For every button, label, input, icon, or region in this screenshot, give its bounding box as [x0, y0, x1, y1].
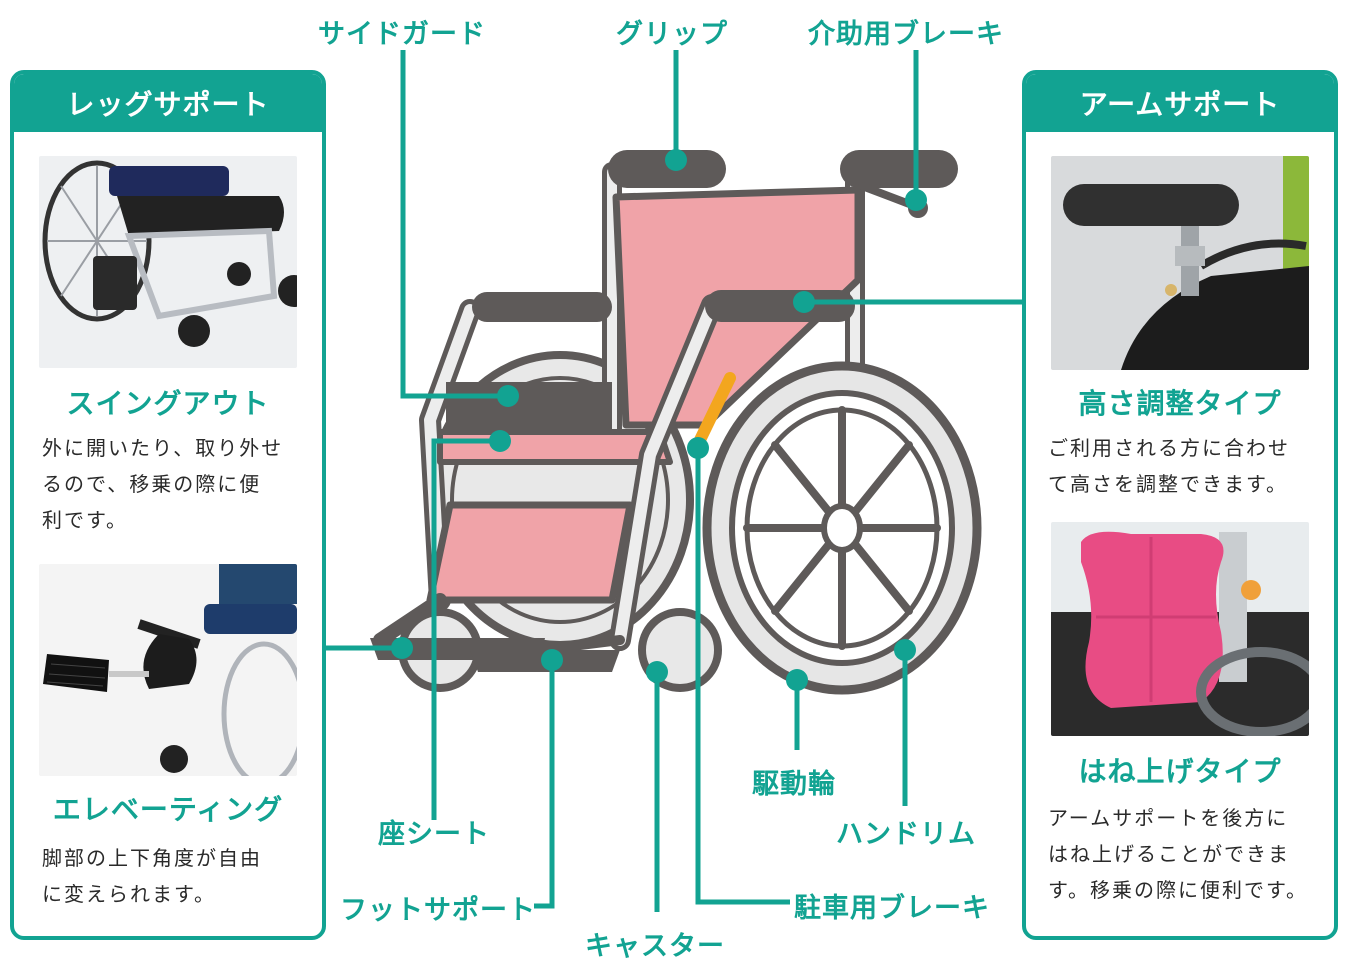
label-foot-support: フットサポート: [340, 895, 536, 926]
flip-up-title: はね上げタイプ: [1078, 755, 1282, 788]
label-parking-brake: 駐車用ブレーキ: [794, 893, 990, 924]
label-assist-brake: 介助用ブレーキ: [808, 19, 1004, 50]
label-side-guard: サイドガード: [318, 19, 486, 50]
leader-lines: [323, 50, 1030, 912]
wheelchair-illustration: [370, 150, 982, 695]
swing-out-photo: [39, 156, 297, 368]
elevating-photo: [39, 564, 297, 776]
leader-dots: [391, 149, 927, 691]
leg-support-heading: レッグサポート: [14, 74, 322, 132]
flip-up-photo: [1051, 522, 1309, 736]
label-caster: キャスター: [585, 931, 725, 962]
swing-out-title: スイングアウト: [66, 387, 270, 420]
elevating-description: 脚部の上下角度が自由 に変えられます。: [42, 846, 262, 906]
arm-support-heading: アームサポート: [1026, 74, 1334, 132]
height-adjust-title: 高さ調整タイプ: [1078, 387, 1282, 420]
swing-out-description: 外に開いたり、取り外せ るので、移乗の際に便 利です。: [42, 436, 284, 532]
flip-up-description: アームサポートを後方に はね上げることができま す。移乗の際に便利です。: [1048, 806, 1308, 902]
label-grip: グリップ: [616, 19, 728, 50]
elevating-title: エレベーティング: [52, 793, 284, 826]
height-adjust-description: ご利用される方に合わせ て高さを調整できます。: [1048, 436, 1290, 496]
label-seat: 座シート: [378, 819, 490, 850]
arm-support-panel: アームサポート 高さ調整タイプ ご利用される方に合わせ て高さを調整できます。: [1022, 70, 1338, 940]
height-adjust-photo: [1051, 156, 1309, 370]
label-hand-rim: ハンドリム: [836, 819, 976, 850]
leg-support-panel: レッグサポート スイングアウト 外に開いたり、取り外せ るので、移乗の際に便 利…: [10, 70, 326, 940]
label-drive-wheel: 駆動輪: [752, 769, 836, 800]
